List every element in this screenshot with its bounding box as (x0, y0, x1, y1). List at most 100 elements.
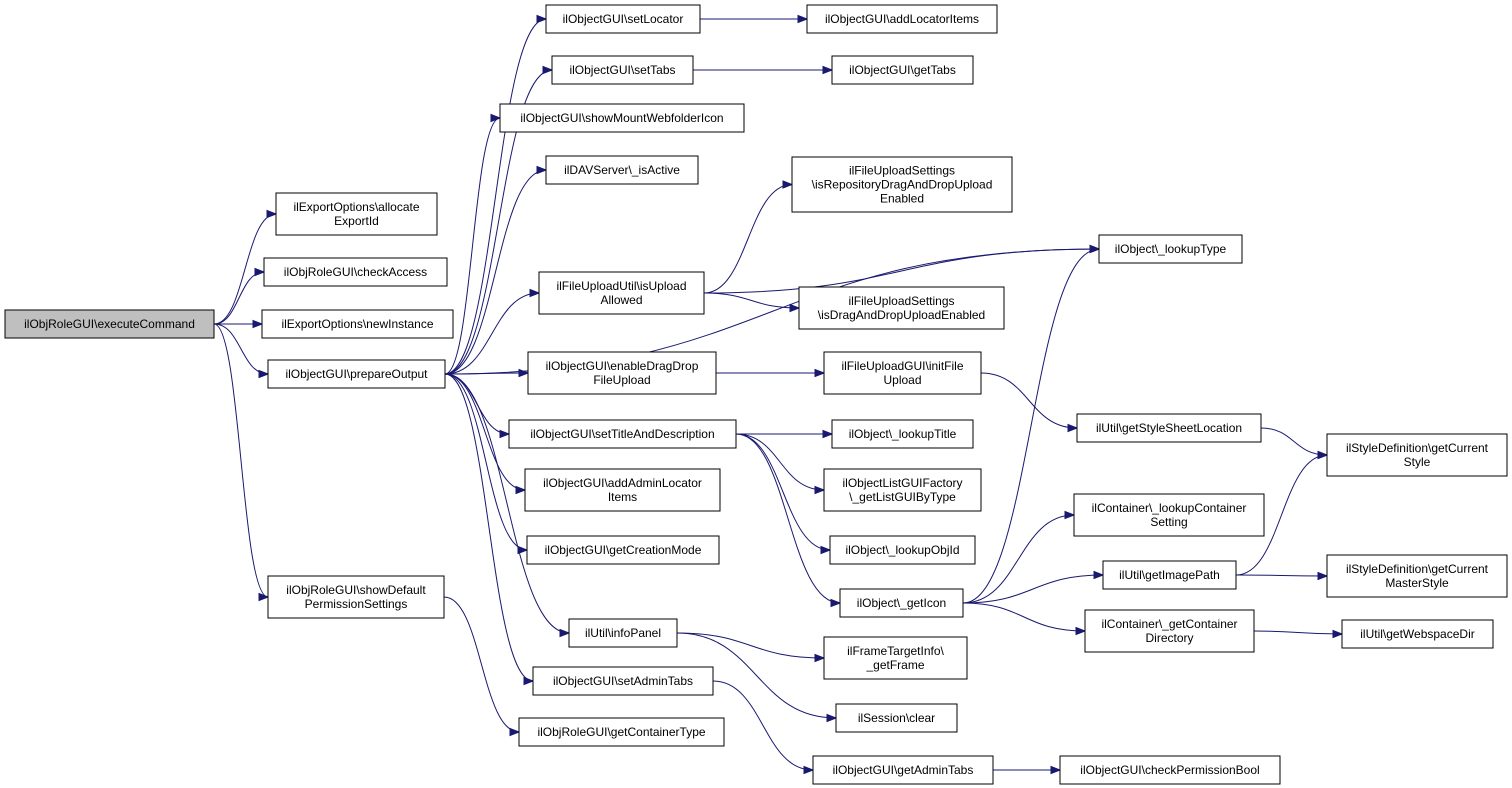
node-label-line: ilFileUploadSettings (848, 294, 954, 308)
node-set-admin-tabs[interactable]: ilObjectGUI\setAdminTabs (532, 666, 714, 696)
node-check-access[interactable]: ilObjRoleGUI\checkAccess (263, 257, 448, 287)
edge-set-admin-tabs-to-get-admin-tabs (712, 680, 814, 771)
node-is-repo-drag-drop[interactable]: ilFileUploadSettings\isRepositoryDragAnd… (791, 156, 1013, 213)
node-label-line: ilUtil\infoPanel (585, 626, 661, 640)
node-box (1341, 619, 1494, 649)
node-lookup-obj-id[interactable]: ilObject\_lookupObjId (829, 535, 976, 565)
node-session-clear[interactable]: ilSession\clear (835, 703, 958, 733)
node-label-line: _getFrame (865, 658, 924, 672)
node-show-mount-webfolder-icon[interactable]: ilObjectGUI\showMountWebfolderIcon (499, 103, 745, 133)
node-label-line: Upload (883, 373, 921, 387)
node-execute-command[interactable]: ilObjRoleGUI\executeCommand (4, 309, 215, 339)
node-new-instance[interactable]: ilExportOptions\newInstance (261, 309, 454, 339)
node-box (823, 636, 968, 680)
arrowhead-icon (1093, 570, 1105, 580)
node-label-line: FileUpload (593, 373, 650, 387)
edge-get-image-path-to-get-current-master-style (1235, 574, 1328, 577)
edge-prepare-output-to-show-mount-webfolder-icon (444, 117, 501, 375)
arrowhead-icon (252, 319, 264, 329)
node-check-permission-bool[interactable]: ilObjectGUI\checkPermissionBool (1059, 755, 1281, 785)
arrowhead-icon (499, 429, 511, 439)
arrowhead-icon (515, 485, 527, 495)
node-is-drag-drop-enabled[interactable]: ilFileUploadSettings\isDragAndDropUpload… (798, 286, 1005, 330)
node-get-webspace-dir[interactable]: ilUtil\getWebspaceDir (1341, 619, 1494, 649)
edge-prepare-output-to-set-tabs (444, 69, 553, 375)
arrowhead-icon (529, 288, 541, 298)
arrowhead-icon (782, 180, 794, 189)
node-label-line: ilObject\_lookupType (1115, 242, 1227, 256)
edge-execute-command-to-allocate-export-id (213, 213, 277, 325)
node-label-line: ilObjectGUI\addAdminLocator (543, 476, 702, 490)
node-label-line: ilObjectGUI\enableDragDrop (546, 359, 699, 373)
node-label-line: ilObjectGUI\setAdminTabs (553, 674, 693, 688)
arrowhead-icon (814, 653, 826, 663)
node-get-creation-mode[interactable]: ilObjectGUI\getCreationMode (526, 535, 720, 565)
edge-prepare-output-to-add-admin-locator-items (444, 373, 526, 491)
node-get-admin-tabs[interactable]: ilObjectGUI\getAdminTabs (812, 755, 994, 785)
node-box (831, 419, 974, 449)
node-label-line: ilObjectGUI\getAdminTabs (833, 763, 974, 777)
node-get-container-type[interactable]: ilObjRoleGUI\getContainerType (518, 717, 725, 747)
edge-get-icon-to-lookup-container-setting (962, 514, 1075, 604)
arrowhead-icon (559, 628, 571, 638)
node-get-frame[interactable]: ilFrameTargetInfo\_getFrame (823, 636, 968, 680)
node-set-locator[interactable]: ilObjectGUI\setLocator (545, 4, 701, 34)
node-box (275, 192, 438, 236)
edge-set-title-and-description-to-lookup-obj-id (735, 433, 831, 551)
arrowhead-icon (517, 545, 529, 555)
node-lookup-title[interactable]: ilObject\_lookupTitle (831, 419, 974, 449)
graph-edges (213, 14, 1344, 775)
node-box (499, 103, 745, 133)
node-get-image-path[interactable]: ilUtil\getImagePath (1102, 560, 1237, 590)
node-label-line: \isRepositoryDragAndDropUpload (812, 178, 993, 192)
node-label-line: \isDragAndDropUploadEnabled (818, 308, 985, 322)
node-get-style-sheet-location[interactable]: ilUtil\getStyleSheetLocation (1076, 413, 1262, 443)
node-box (568, 618, 678, 648)
node-label-line: Directory (1145, 631, 1193, 645)
node-box (812, 755, 994, 785)
edge-is-upload-allowed-to-lookup-type (703, 248, 1100, 294)
node-add-locator-items[interactable]: ilObjectGUI\addLocatorItems (806, 4, 998, 34)
node-set-title-and-description[interactable]: ilObjectGUI\setTitleAndDescription (508, 419, 737, 449)
node-show-default-perm[interactable]: ilObjRoleGUI\showDefaultPermissionSettin… (267, 575, 445, 619)
node-box (829, 535, 976, 565)
node-info-panel[interactable]: ilUtil\infoPanel (568, 618, 678, 648)
arrowhead-icon (518, 368, 530, 378)
node-label-line: ilObjectGUI\prepareOutput (285, 367, 428, 381)
node-label-line: ilObject\_lookupObjId (845, 543, 959, 557)
node-get-list-guiby-type[interactable]: ilObjectListGUIFactory\_getListGUIByType (823, 468, 982, 512)
node-box (1076, 413, 1262, 443)
edge-get-icon-to-get-image-path (962, 574, 1104, 604)
arrowhead-icon (822, 429, 834, 439)
node-lookup-type[interactable]: ilObject\_lookupType (1098, 234, 1243, 264)
node-get-icon[interactable]: ilObject\_getIcon (839, 588, 964, 618)
edge-info-panel-to-get-frame (676, 632, 825, 659)
edge-prepare-output-to-dav-is-active (444, 169, 547, 375)
node-box (835, 703, 958, 733)
node-dav-is-active[interactable]: ilDAVServer\_isActive (545, 155, 699, 185)
node-set-tabs[interactable]: ilObjectGUI\setTabs (551, 55, 694, 85)
arrowhead-icon (830, 598, 842, 608)
node-label-line: ilObject\_getIcon (857, 596, 946, 610)
node-prepare-output[interactable]: ilObjectGUI\prepareOutput (267, 359, 446, 389)
node-get-tabs[interactable]: ilObjectGUI\getTabs (831, 55, 974, 85)
node-label-line: Allowed (600, 293, 642, 307)
edge-is-upload-allowed-to-is-repo-drag-drop (703, 184, 793, 294)
node-label-line: ilObjectGUI\addLocatorItems (825, 12, 979, 26)
node-box (261, 309, 454, 339)
arrowhead-icon (814, 485, 826, 495)
edge-set-title-and-description-to-get-icon (735, 433, 841, 604)
edge-prepare-output-to-is-upload-allowed (444, 292, 540, 375)
node-box (831, 55, 974, 85)
node-box (508, 419, 737, 449)
